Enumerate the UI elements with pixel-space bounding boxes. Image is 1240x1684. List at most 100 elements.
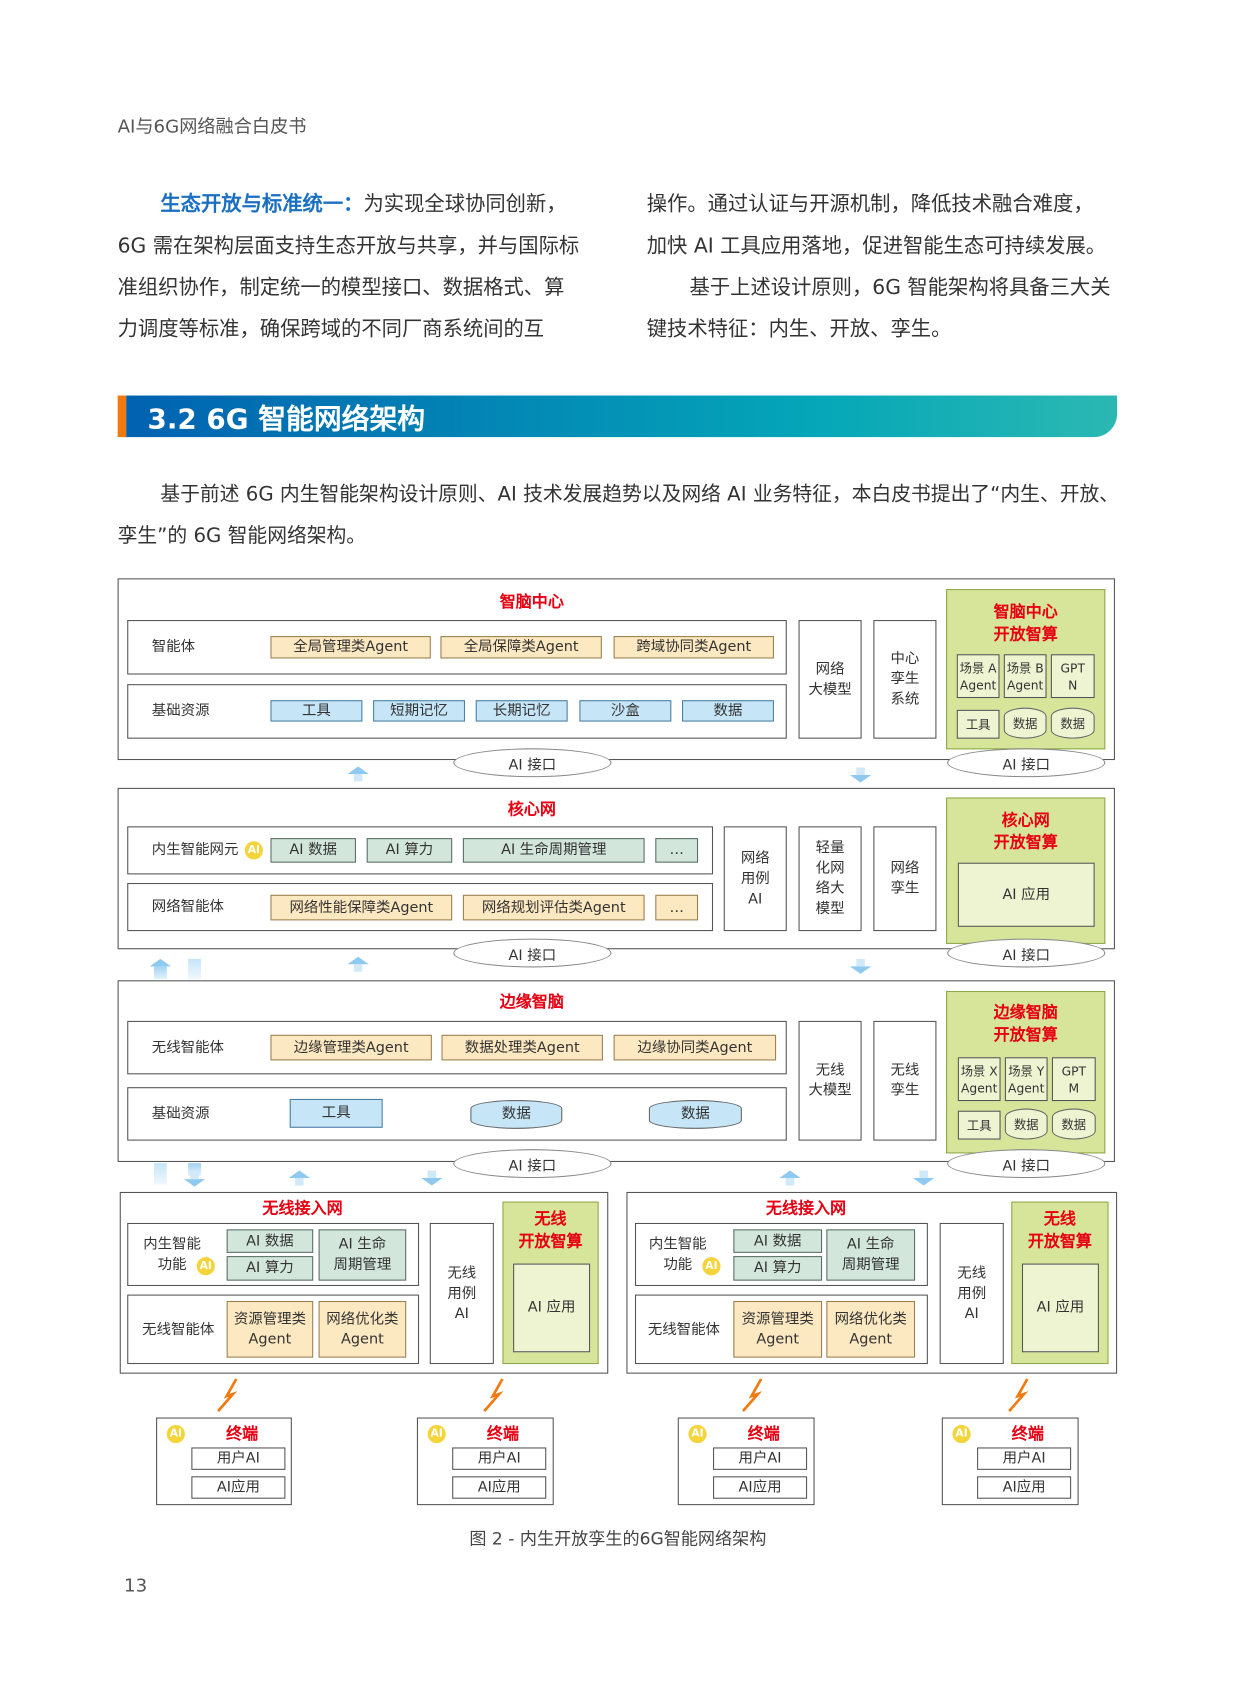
- resource-box: 短期记忆: [373, 700, 466, 722]
- panel-title: 核心网 开放智算: [993, 810, 1058, 852]
- agent-box: 资源管理类 Agent: [733, 1300, 823, 1358]
- arrow-down-icon: [849, 767, 872, 783]
- terminal: AI 终端 用户AI AI应用: [677, 1417, 815, 1506]
- ai-interface: AI 接口: [453, 938, 612, 968]
- data-cylinder: 数据: [470, 1100, 563, 1129]
- ai-badge-icon: AI: [427, 1424, 446, 1444]
- data-cylinder: 数据: [1050, 707, 1095, 739]
- agent-box: 全局管理类Agent: [270, 636, 431, 659]
- ai-badge-icon: AI: [688, 1424, 707, 1444]
- paragraph-line: 力调度等标准，确保跨域的不同厂商系统间的互: [117, 317, 545, 342]
- arrow-down-icon: [421, 1170, 443, 1186]
- ne-item: AI 算力: [366, 838, 453, 863]
- terminal-item: 用户AI: [191, 1447, 286, 1470]
- resource-box: 沙盒: [579, 700, 672, 722]
- paragraph-left-first: 生态开放与标准统一：为实现全球协同创新，: [118, 184, 567, 226]
- arrow-up-icon: [347, 956, 369, 972]
- terminal: AI 终端 用户AI AI应用: [156, 1417, 292, 1506]
- intro-line: 孪生”的 6G 智能网络架构。: [117, 524, 367, 548]
- wireless-link-icon: [741, 1378, 763, 1412]
- function-item: AI 算力: [226, 1256, 314, 1281]
- agent-box: …: [655, 894, 699, 921]
- terminal-title: 终端: [226, 1423, 259, 1444]
- running-header: AI与6G网络融合白皮书: [117, 116, 307, 138]
- arrow-down-icon: [849, 958, 872, 974]
- highlight-term: 生态开放与标准统一：: [160, 192, 364, 216]
- terminal-title: 终端: [486, 1423, 519, 1444]
- row-label: 无线智能体: [151, 1039, 224, 1057]
- section-title: 3.2 6G 智能网络架构: [147, 404, 426, 437]
- ai-badge-icon: AI: [702, 1257, 721, 1276]
- side-box: 无线 用例 AI: [939, 1222, 1004, 1365]
- terminal-item: AI应用: [977, 1476, 1072, 1499]
- paragraph-line: 键技术特征：内生、开放、孪生。: [646, 317, 952, 342]
- scenario-cell: 场景 Y Agent: [1004, 1057, 1048, 1102]
- agent-box: 网络性能保障类Agent: [270, 894, 453, 921]
- arrow-shaft: [188, 958, 201, 980]
- terminal: AI 终端 用户AI AI应用: [416, 1417, 554, 1506]
- arrow-down-icon: [912, 1170, 935, 1186]
- row-label: 无线智能体: [647, 1321, 720, 1339]
- figure-caption: 图 2 - 内生开放孪生的6G智能网络架构: [469, 1528, 767, 1549]
- ai-interface: AI 接口: [947, 748, 1106, 778]
- ai-app-box: AI 应用: [513, 1263, 591, 1353]
- agent-box: 网络优化类 Agent: [826, 1300, 916, 1358]
- function-item: AI 数据: [226, 1229, 314, 1253]
- scenario-cell: 场景 X Agent: [957, 1057, 1001, 1102]
- agent-box: 网络规划评估类Agent: [462, 894, 645, 921]
- agent-box: 资源管理类 Agent: [226, 1300, 314, 1358]
- terminal-item: AI应用: [191, 1476, 286, 1499]
- side-box: 无线 孪生: [873, 1020, 937, 1141]
- arrow-shaft: [153, 966, 167, 980]
- terminal-item: AI应用: [452, 1476, 547, 1499]
- ne-item: AI 数据: [270, 838, 356, 863]
- tool-box: 工具: [289, 1098, 383, 1128]
- terminal-item: AI应用: [713, 1476, 808, 1499]
- agent-box: 边缘协同类Agent: [613, 1034, 777, 1061]
- intro-line: 基于前述 6G 内生智能架构设计原则、AI 技术发展趋势以及网络 AI 业务特征…: [160, 483, 1120, 506]
- text: 为实现全球协同创新，: [363, 192, 567, 216]
- panel-title: 无线 开放智算: [1027, 1209, 1092, 1251]
- data-cylinder: 数据: [648, 1100, 742, 1129]
- wireless-link-icon: [217, 1378, 238, 1412]
- page-number: 13: [124, 1575, 148, 1598]
- scenario-cell: 场景 A Agent: [956, 654, 1000, 699]
- function-item: AI 数据: [733, 1229, 823, 1253]
- terminal-item: 用户AI: [977, 1447, 1072, 1470]
- row-label: 基础资源: [151, 702, 210, 720]
- arrow-up-icon: [347, 766, 369, 782]
- function-item: AI 生命 周期管理: [826, 1229, 916, 1281]
- scenario-cell: 场景 B Agent: [1003, 654, 1047, 699]
- arrow-up-icon: [288, 1170, 311, 1186]
- ne-item: AI 生命周期管理: [462, 838, 645, 863]
- ai-badge-icon: AI: [196, 1257, 215, 1276]
- ai-interface: AI 接口: [453, 748, 612, 778]
- ai-badge-icon: AI: [952, 1424, 971, 1444]
- ai-app-box: AI 应用: [957, 862, 1095, 927]
- row-label: 智能体: [151, 638, 196, 656]
- side-box: 轻量 化网 络大 模型: [798, 826, 862, 932]
- ai-badge-icon: AI: [166, 1424, 185, 1444]
- paragraph-line: 6G 需在架构层面支持生态开放与共享，并与国际标: [117, 234, 580, 258]
- wireless-link-icon: [1008, 1378, 1029, 1412]
- row-label: 内生智能 功能: [143, 1235, 201, 1274]
- arrow-down-icon: [183, 1171, 206, 1187]
- terminal-item: 用户AI: [713, 1447, 808, 1470]
- paragraph-line: 准组织协作，制定统一的模型接口、数据格式、算: [117, 275, 565, 300]
- agent-box: 边缘管理类Agent: [270, 1034, 432, 1061]
- panel-title: 智脑中心 开放智算: [993, 601, 1058, 644]
- ne-item: …: [655, 838, 699, 863]
- paragraph-line: 操作。通过认证与开源机制，降低技术融合难度，: [646, 192, 1094, 216]
- side-box: 无线 用例 AI: [429, 1222, 494, 1365]
- terminal-item: 用户AI: [452, 1447, 547, 1470]
- resource-box: 长期记忆: [475, 700, 568, 722]
- scenario-cell: GPT N: [1050, 654, 1095, 699]
- resource-box: 工具: [270, 700, 363, 722]
- terminal-title: 终端: [1011, 1423, 1044, 1444]
- agent-box: 全局保障类Agent: [440, 636, 602, 659]
- resource-box: 数据: [682, 700, 774, 722]
- scenario-cell: GPT M: [1051, 1057, 1096, 1102]
- side-box: 网络 孪生: [873, 826, 937, 932]
- tool-cell: 工具: [956, 709, 1000, 739]
